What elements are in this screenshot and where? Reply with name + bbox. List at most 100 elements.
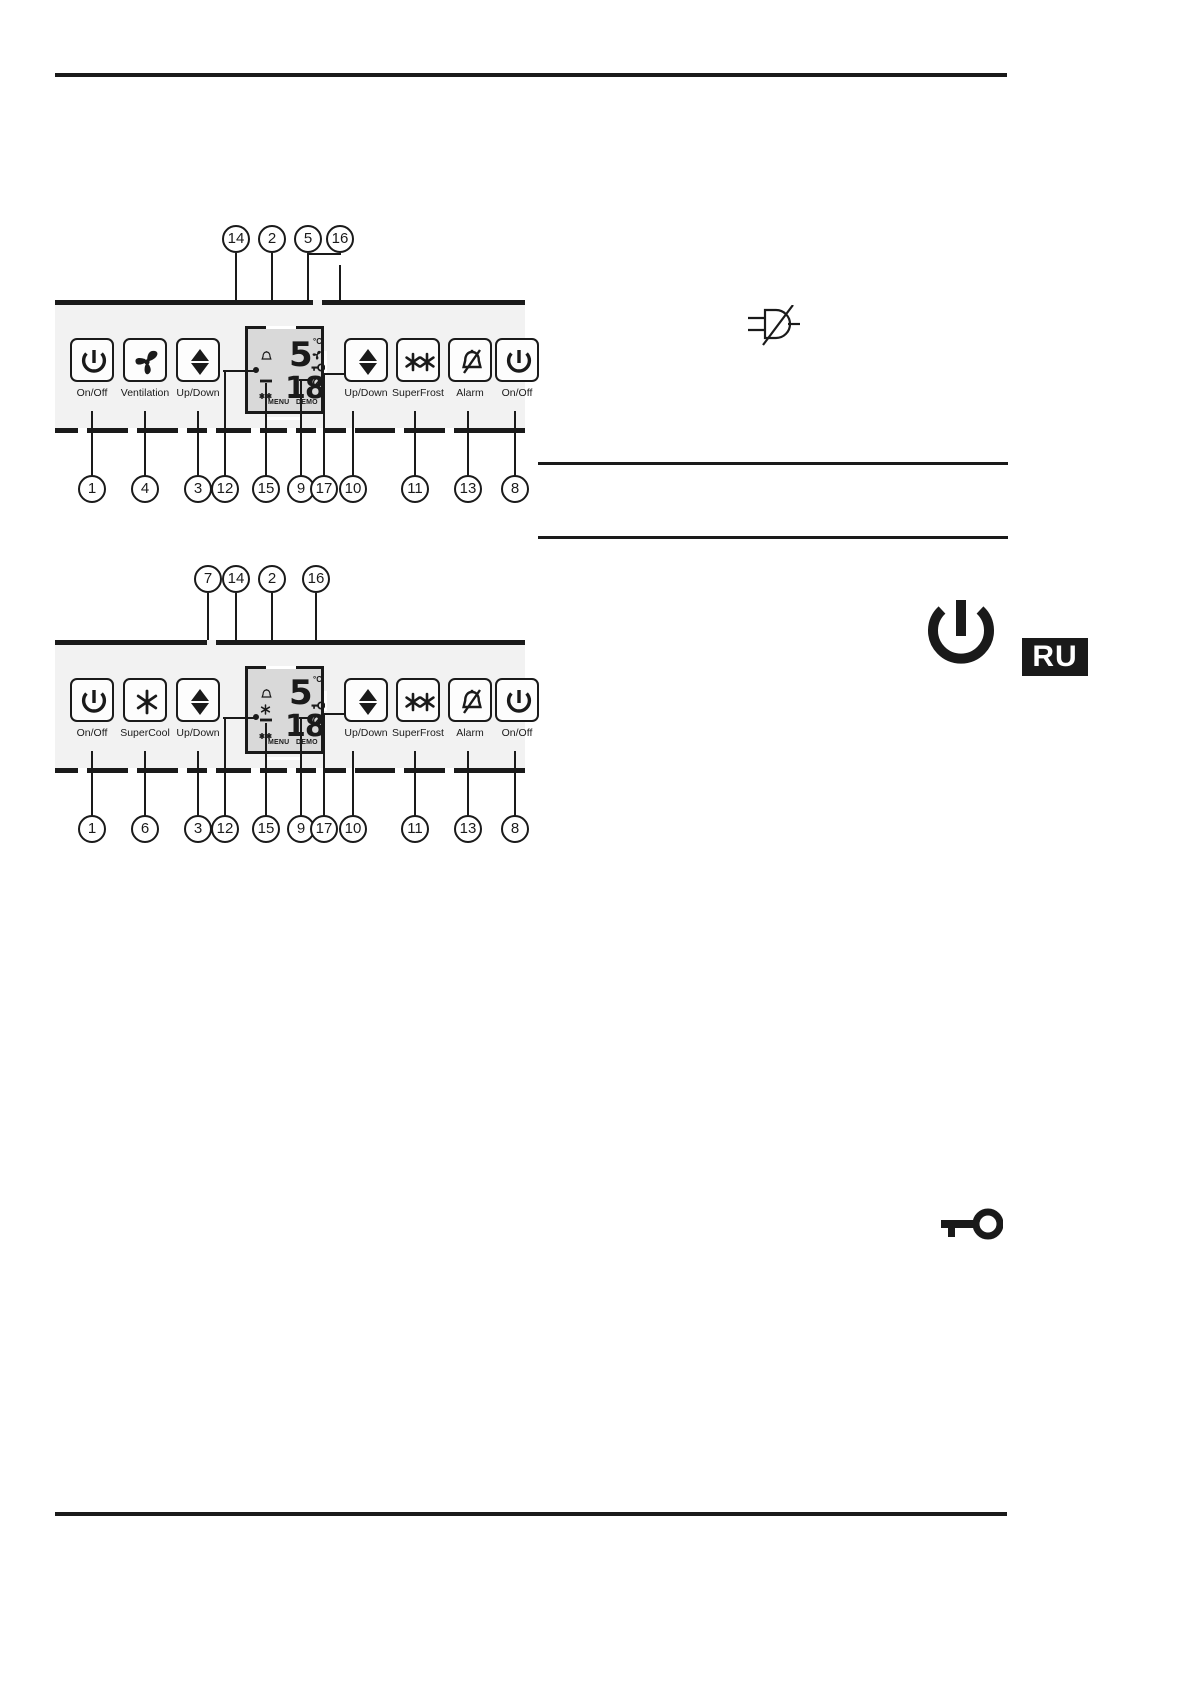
two-snowflakes-icon [259,733,272,739]
unplug-mains-icon [748,305,800,346]
leader2-b3 [196,751,200,817]
alarm-button-2-label: Alarm [456,727,484,739]
superfrost-button-2-label: SuperFrost [392,727,444,739]
leader2-b12-h [223,717,257,720]
leader2-b17 [322,713,326,817]
onoff-button-left-2[interactable] [70,678,114,722]
onoff-button-right-2[interactable] [495,678,539,722]
callout-b15: 15 [252,475,280,503]
leader-b9-h [299,379,311,382]
alarm-button-2[interactable] [448,678,492,722]
alarm-bell-muted-icon [462,689,482,714]
updown-button-left-2[interactable] [176,678,220,722]
up-down-arrows-icon [191,349,209,375]
updown-button-right[interactable] [344,338,388,382]
panel-top-edge [55,300,525,305]
callout-16: 16 [326,225,354,253]
updown-button-right-label: Up/Down [344,387,388,399]
onoff-button-left-2-label: On/Off [76,727,108,739]
superfrost-snowflakes-icon [405,692,435,712]
updown-button-left-label: Up/Down [176,387,220,399]
page-top-rule [55,73,1007,77]
leader2-b15 [264,723,268,817]
leader-b13 [466,411,470,477]
leader-b1 [90,411,94,477]
panel2-bottom-gap-7 [316,768,325,773]
callout2-b1: 1 [78,815,106,843]
section-rule-upper [538,462,1008,465]
callout2-b12: 12 [211,815,239,843]
lcd-display [247,328,322,412]
panel-bottom-gap-9 [395,428,404,433]
leader2-b8 [513,751,517,817]
supercool-button[interactable] [123,678,167,722]
lcd2-menu-label: MENU [268,739,290,746]
power-icon [506,350,532,373]
callout-b8: 8 [501,475,529,503]
lcd-menu-label: MENU [268,399,290,406]
callout-b17: 17 [310,475,338,503]
panel-bottom-gap-2 [128,428,137,433]
panel-bottom-gap-4 [207,428,216,433]
lcd-unit: °C [313,337,322,346]
updown-button-left[interactable] [176,338,220,382]
section-rule-lower [538,536,1008,539]
power-icon [506,690,532,713]
lcd-frame-gap-bottom [266,417,300,420]
callout-b11: 11 [401,475,429,503]
panel-bottom-gap-10 [445,428,454,433]
callout-b1: 1 [78,475,106,503]
onoff-button-right-label: On/Off [501,387,533,399]
control-panel-body-2: On/Off SuperCool Up/Down [55,640,539,773]
panel-bottom-gap-7 [316,428,325,433]
lcd-demo-label: DEMO [296,399,318,406]
panel2-bottom-gap-8 [346,768,355,773]
lcd-top-value: 5 [289,335,313,375]
callout2-14: 14 [222,565,250,593]
panel-bottom-gap-8 [346,428,355,433]
leader2-b11 [413,751,417,817]
callout2-7: 7 [194,565,222,593]
superfrost-button-label: SuperFrost [392,387,444,399]
superfrost-button-2[interactable] [396,678,440,722]
panel-bottom-gap-5 [251,428,260,433]
panel2-bottom-gap-5 [251,768,260,773]
supercool-button-label: SuperCool [120,727,170,739]
page-bottom-rule [55,1512,1007,1516]
no-entry-icon [312,377,323,388]
callout-2: 2 [258,225,286,253]
panel2-top-edge [55,640,525,645]
alarm-button[interactable] [448,338,492,382]
panel2-bottom-gap-3 [178,768,187,773]
updown-button-right-2[interactable] [344,678,388,722]
leader-b9 [299,379,303,477]
onoff-button-left[interactable] [70,338,114,382]
key-icon [311,363,325,372]
onoff-button-left-label: On/Off [76,387,108,399]
callout-b10: 10 [339,475,367,503]
lcd-bottom-value: 18 [285,371,326,406]
callout2-2: 2 [258,565,286,593]
panel2-bottom-gap-9 [395,768,404,773]
figure-control-panel-supercool: 7 14 2 16 On/Off [55,565,539,865]
callout2-b15: 15 [252,815,280,843]
superfrost-button[interactable] [396,338,440,382]
callout2-b17: 17 [310,815,338,843]
onoff-button-right[interactable] [495,338,539,382]
leader-16-top [308,253,341,256]
ventilation-fan-icon [135,350,158,375]
figure-control-panel-ventilation: 14 2 5 16 On/Off [55,225,539,525]
leader2-b10 [351,751,355,817]
callout-b12: 12 [211,475,239,503]
callout2-b6: 6 [131,815,159,843]
leader2-2 [270,593,274,678]
no-entry-icon [312,715,323,726]
panel-bottom-gap-6 [287,428,296,433]
leader2-b1 [90,751,94,817]
ventilation-button[interactable] [123,338,167,382]
panel-bottom-gap-1 [78,428,87,433]
leader2-b17-h [322,713,346,716]
supercool-snowflake-icon [136,689,158,715]
callout-b13: 13 [454,475,482,503]
callout2-b10: 10 [339,815,367,843]
